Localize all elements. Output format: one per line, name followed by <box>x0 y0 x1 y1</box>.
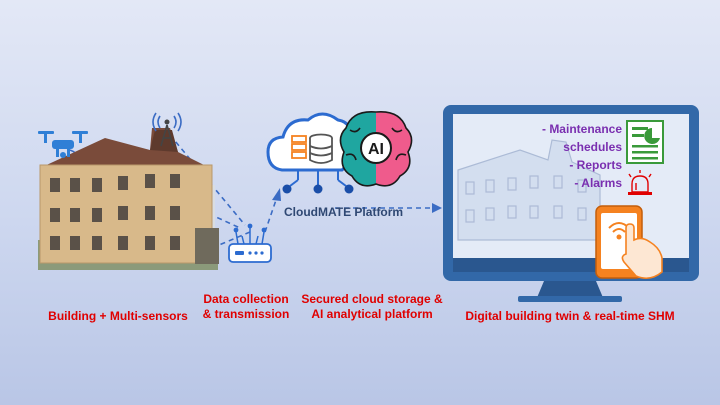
caption-cloud-line2: AI analytical platform <box>311 307 433 321</box>
ai-brain-icon: AI <box>339 111 413 187</box>
platform-label: CloudMATE Platform <box>284 205 404 219</box>
screen-item-alarms: - Alarms <box>574 176 622 190</box>
cloud-database-icon <box>266 112 355 194</box>
building-photo <box>38 128 219 270</box>
caption-data-collection-line2: & transmission <box>202 307 290 321</box>
tablet-touch-icon <box>595 205 663 280</box>
alarm-icon <box>628 170 652 195</box>
ai-label: AI <box>368 141 384 158</box>
caption-twin: Digital building twin & real-time SHM <box>465 309 675 323</box>
antenna-icon <box>152 112 182 147</box>
arrow-head-up <box>272 188 281 201</box>
arrow-head-right <box>432 203 442 213</box>
screen-item-reports: - Reports <box>569 158 622 172</box>
caption-data-collection-line1: Data collection <box>203 292 289 306</box>
caption-cloud-line1: Secured cloud storage & <box>301 292 443 306</box>
caption-cloud: Secured cloud storage & AI analytical pl… <box>292 292 452 322</box>
screen-item-maintenance: - Maintenance <box>541 122 622 136</box>
router-icon <box>228 223 272 263</box>
caption-building: Building + Multi-sensors <box>48 309 188 323</box>
caption-data-collection: Data collection & transmission <box>191 292 301 322</box>
screen-items-list: - Maintenance schedules - Reports - Alar… <box>520 120 622 192</box>
screen-item-schedules: schedules <box>563 140 622 154</box>
drone-icon <box>38 131 88 158</box>
report-icon <box>626 120 664 164</box>
